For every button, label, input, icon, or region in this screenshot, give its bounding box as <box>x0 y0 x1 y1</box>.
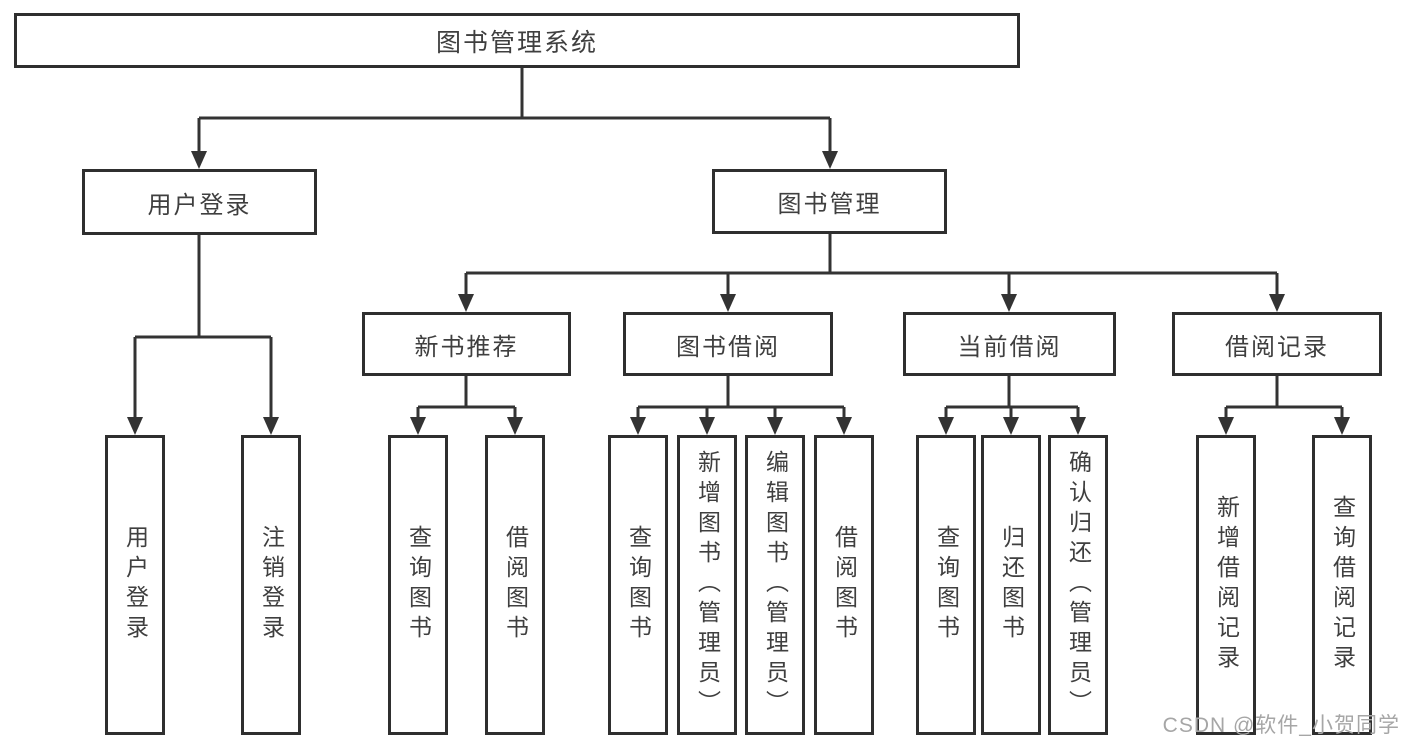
node-book-management: 图书管理 <box>712 169 947 234</box>
node-user-login: 用户登录 <box>82 169 317 235</box>
node-current-borrow: 当前借阅 <box>903 312 1116 376</box>
node-system-root: 图书管理系统 <box>14 13 1020 68</box>
leaf-borrow-books: 借阅图书 <box>814 435 874 735</box>
node-book-management-label: 图书管理 <box>777 191 882 218</box>
leaf-query-books-current: 查询图书 <box>916 435 976 735</box>
leaf-user-login-label: 用户登录 <box>122 525 149 645</box>
node-user-login-label: 用户登录 <box>147 191 252 219</box>
leaf-query-books-borrow-label: 查询图书 <box>625 525 652 645</box>
leaf-add-book-admin-label: 新增图书（管理员） <box>694 450 721 720</box>
leaf-query-borrow-record: 查询借阅记录 <box>1312 435 1372 735</box>
leaf-confirm-return-admin-label: 确认归还（管理员） <box>1065 450 1092 720</box>
leaf-user-login: 用户登录 <box>105 435 165 735</box>
leaf-query-books-borrow: 查询图书 <box>608 435 668 735</box>
leaf-edit-book-admin: 编辑图书（管理员） <box>745 435 805 735</box>
leaf-return-book-label: 归还图书 <box>998 525 1025 645</box>
node-book-borrow: 图书借阅 <box>623 312 833 376</box>
leaf-query-books-recommend: 查询图书 <box>388 435 448 735</box>
node-system-root-label: 图书管理系统 <box>435 28 598 57</box>
leaf-add-borrow-record: 新增借阅记录 <box>1196 435 1256 735</box>
leaf-logout-login: 注销登录 <box>241 435 301 735</box>
leaf-edit-book-admin-label: 编辑图书（管理员） <box>762 450 789 720</box>
leaf-add-borrow-record-label: 新增借阅记录 <box>1213 495 1240 675</box>
leaf-query-books-recommend-label: 查询图书 <box>405 525 432 645</box>
leaf-query-books-current-label: 查询图书 <box>933 525 960 645</box>
node-borrow-records: 借阅记录 <box>1172 312 1382 376</box>
node-new-book-recommend-label: 新书推荐 <box>414 333 519 361</box>
leaf-confirm-return-admin: 确认归还（管理员） <box>1048 435 1108 735</box>
node-book-borrow-label: 图书借阅 <box>676 333 780 361</box>
leaf-query-borrow-record-label: 查询借阅记录 <box>1329 495 1356 675</box>
leaf-borrow-books-recommend-label: 借阅图书 <box>502 525 529 645</box>
node-current-borrow-label: 当前借阅 <box>957 333 1062 361</box>
node-borrow-records-label: 借阅记录 <box>1225 333 1329 361</box>
leaf-logout-login-label: 注销登录 <box>258 525 285 645</box>
leaf-return-book: 归还图书 <box>981 435 1041 735</box>
leaf-add-book-admin: 新增图书（管理员） <box>677 435 737 735</box>
leaf-borrow-books-recommend: 借阅图书 <box>485 435 545 735</box>
csdn-watermark: CSDN @软件_小贺同学 <box>1162 714 1400 737</box>
leaf-borrow-books-label: 借阅图书 <box>831 525 858 645</box>
node-new-book-recommend: 新书推荐 <box>362 312 571 376</box>
